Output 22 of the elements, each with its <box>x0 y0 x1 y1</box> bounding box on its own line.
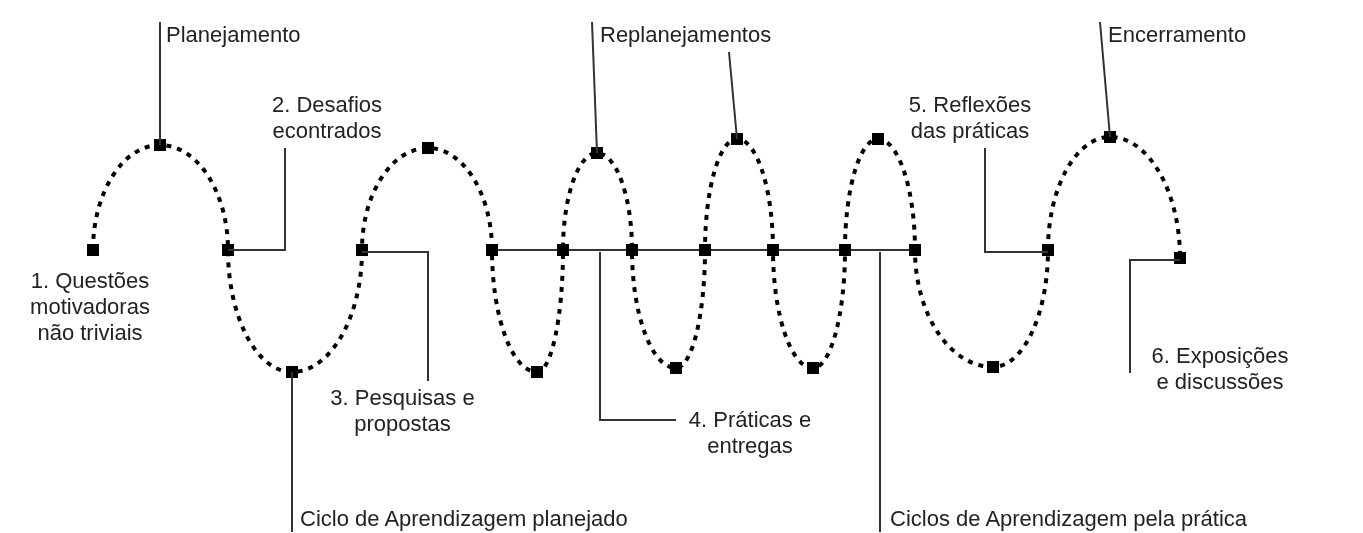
step-label: Ciclos de Aprendizagem pela prática <box>890 506 1248 532</box>
leader-line <box>159 21 161 146</box>
step-label: 2. Desafios econtrados <box>262 92 392 144</box>
leader-line <box>227 147 286 251</box>
step-label: Ciclo de Aprendizagem planejado <box>300 506 628 532</box>
leader-line <box>1129 259 1181 374</box>
leader-line <box>599 251 677 421</box>
step-label: 4. Práticas e entregas <box>680 407 820 459</box>
leader-line <box>591 21 598 154</box>
leader-line <box>361 251 429 382</box>
step-label: Planejamento <box>166 22 301 48</box>
leader-line <box>1099 21 1111 138</box>
step-label: 1. Questões motivadoras não triviais <box>29 268 151 346</box>
step-label: 6. Exposições e discussões <box>1145 343 1295 395</box>
step-label: Encerramento <box>1108 22 1247 48</box>
leader-line <box>984 147 1049 253</box>
leader-line <box>291 371 293 533</box>
step-label: 5. Reflexões das práticas <box>905 92 1035 144</box>
step-label: Replanejamentos <box>600 22 772 48</box>
step-label: 3. Pesquisas e propostas <box>320 385 485 437</box>
leader-line <box>879 251 881 533</box>
leader-line <box>728 51 738 140</box>
